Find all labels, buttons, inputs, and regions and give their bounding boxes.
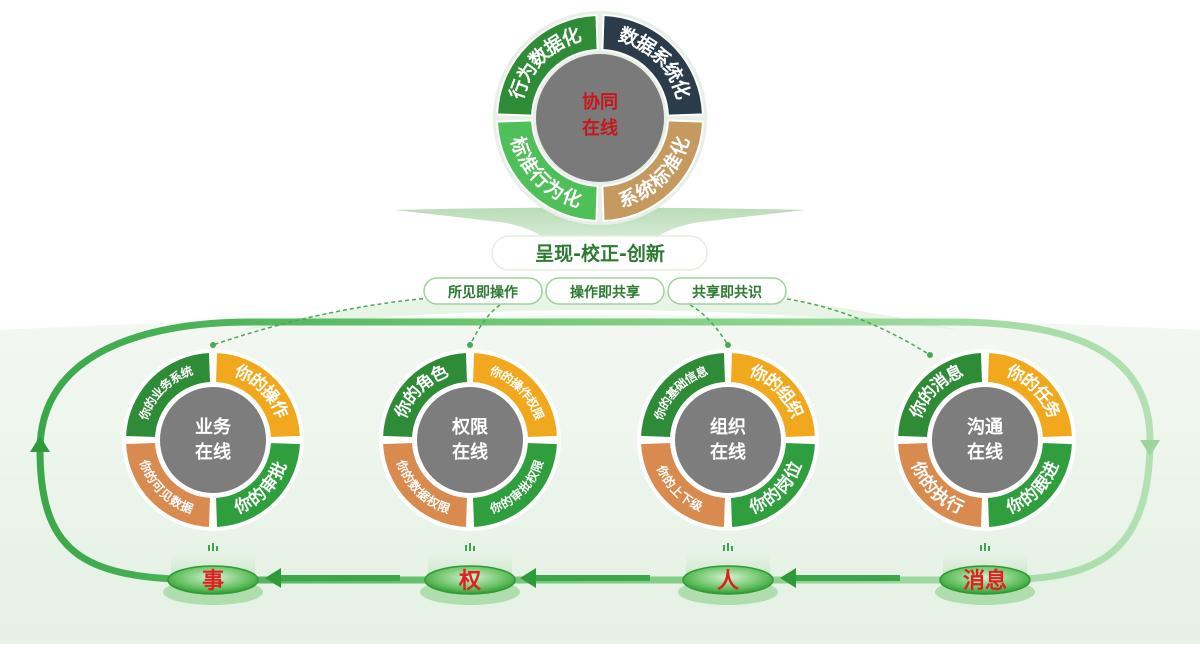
connector-dot xyxy=(927,352,933,358)
tag-1-label: 所见即操作 xyxy=(448,284,518,301)
pod-label: 权 xyxy=(458,568,482,594)
pod-mark xyxy=(727,543,729,551)
wheel-segment xyxy=(896,351,985,440)
wheel-segment xyxy=(728,440,817,529)
wheel-segment xyxy=(728,351,817,440)
wheel-segment xyxy=(639,440,728,529)
wheel-segment xyxy=(124,440,213,529)
pod-2: 权 xyxy=(420,543,520,605)
top-wheel-segment xyxy=(496,119,599,222)
tag-3-label: 共享即共识 xyxy=(692,284,762,301)
connector-dot xyxy=(210,342,216,348)
pod-disk xyxy=(167,565,259,595)
wheel-center-line2: 在线 xyxy=(195,441,231,463)
wheel-center-line1: 权限 xyxy=(451,416,489,438)
wheel-center-line1: 业务 xyxy=(195,416,232,438)
pod-label: 消息 xyxy=(963,568,1007,594)
pod-4: 消息 xyxy=(935,543,1035,605)
wheel-2: 你的角色你的操作权限你的审批权限你的数据权限权限在线 xyxy=(379,349,561,531)
pod-1: 事 xyxy=(163,543,263,605)
connector-dot xyxy=(467,342,473,348)
wheel-segment xyxy=(381,351,470,440)
connector-dot xyxy=(725,342,731,348)
wheel-segment xyxy=(985,351,1074,440)
pod-disk xyxy=(939,565,1031,595)
pod-disk xyxy=(424,565,516,595)
wheel-segment xyxy=(381,440,470,529)
wheel-segment xyxy=(213,440,302,529)
wheel-center xyxy=(160,387,266,493)
wheel-center xyxy=(932,387,1038,493)
connector-dash xyxy=(689,304,729,346)
pod-disk xyxy=(682,565,774,595)
pod-mark xyxy=(216,546,218,551)
pod-mark xyxy=(984,543,986,551)
connector-dash xyxy=(469,304,501,346)
top-wheel: 行为数据化数据系统化系统标准化标准行为化协同在线 xyxy=(493,11,707,225)
pod-mark xyxy=(473,546,475,551)
pod-mark xyxy=(980,545,982,551)
pod-mark xyxy=(212,543,214,551)
pod-mark xyxy=(208,545,210,551)
connector-dashes xyxy=(210,297,933,358)
background-band xyxy=(0,315,1200,644)
connector-dash xyxy=(779,297,931,356)
loop-arrow-left xyxy=(30,436,50,452)
wheel-segment xyxy=(985,440,1074,529)
wheel-segment xyxy=(124,351,213,440)
wheel-1: 你的业务系统你的操作你的审批你的可见数据业务在线 xyxy=(122,349,304,531)
wheel-center-line1: 沟通 xyxy=(967,416,1003,438)
tag-2: 操作即共享 xyxy=(545,277,665,305)
banner-text: 呈现-校正-创新 xyxy=(535,242,665,265)
wheel-segment xyxy=(896,440,985,529)
wheel-center xyxy=(675,387,781,493)
wheel-segment xyxy=(639,351,728,440)
pod-mark xyxy=(469,543,471,551)
loop-arrow-right xyxy=(1140,440,1160,456)
pod-3: 人 xyxy=(678,543,778,605)
top-wheel-center xyxy=(536,54,664,182)
wheel-segment xyxy=(470,440,559,529)
top-wheel-segment xyxy=(601,14,704,117)
top-wheel-segment xyxy=(496,14,599,117)
top-wheel-segment xyxy=(601,119,704,222)
tag-1: 所见即操作 xyxy=(423,277,543,305)
wheel-3: 你的基础信息你的组织你的岗位你的上下级组织在线 xyxy=(637,349,819,531)
wheel-center-line2: 在线 xyxy=(452,441,488,463)
tag-2-label: 操作即共享 xyxy=(570,284,640,301)
tag-3: 共享即共识 xyxy=(667,277,787,305)
wheel-center-line2: 在线 xyxy=(710,441,746,463)
bottom-wheels: 你的业务系统你的操作你的审批你的可见数据业务在线你的角色你的操作权限你的审批权限… xyxy=(122,349,1076,531)
wheel-segment xyxy=(470,351,559,440)
wheel-center xyxy=(417,387,523,493)
pod-mark xyxy=(465,545,467,551)
banner: 呈现-校正-创新 xyxy=(491,235,708,271)
wheel-segment xyxy=(213,351,302,440)
pod-label: 事 xyxy=(202,568,224,594)
top-wheel-center-line1: 协同 xyxy=(582,91,618,113)
banner-base-shape xyxy=(395,207,805,258)
bottom-pods: 事 权 人 消息 xyxy=(163,543,1035,605)
bottom-flow-arrows xyxy=(265,568,900,588)
wheel-center-line2: 在线 xyxy=(967,441,1003,463)
wheel-center-line1: 组织 xyxy=(710,416,746,438)
pod-mark xyxy=(723,545,725,551)
wheel-4: 你的消息你的任务你的跟进你的执行沟通在线 xyxy=(894,349,1076,531)
pod-mark xyxy=(988,546,990,551)
pod-mark xyxy=(731,546,733,551)
pod-label: 人 xyxy=(717,569,739,594)
top-wheel-center-line2: 在线 xyxy=(582,117,618,139)
